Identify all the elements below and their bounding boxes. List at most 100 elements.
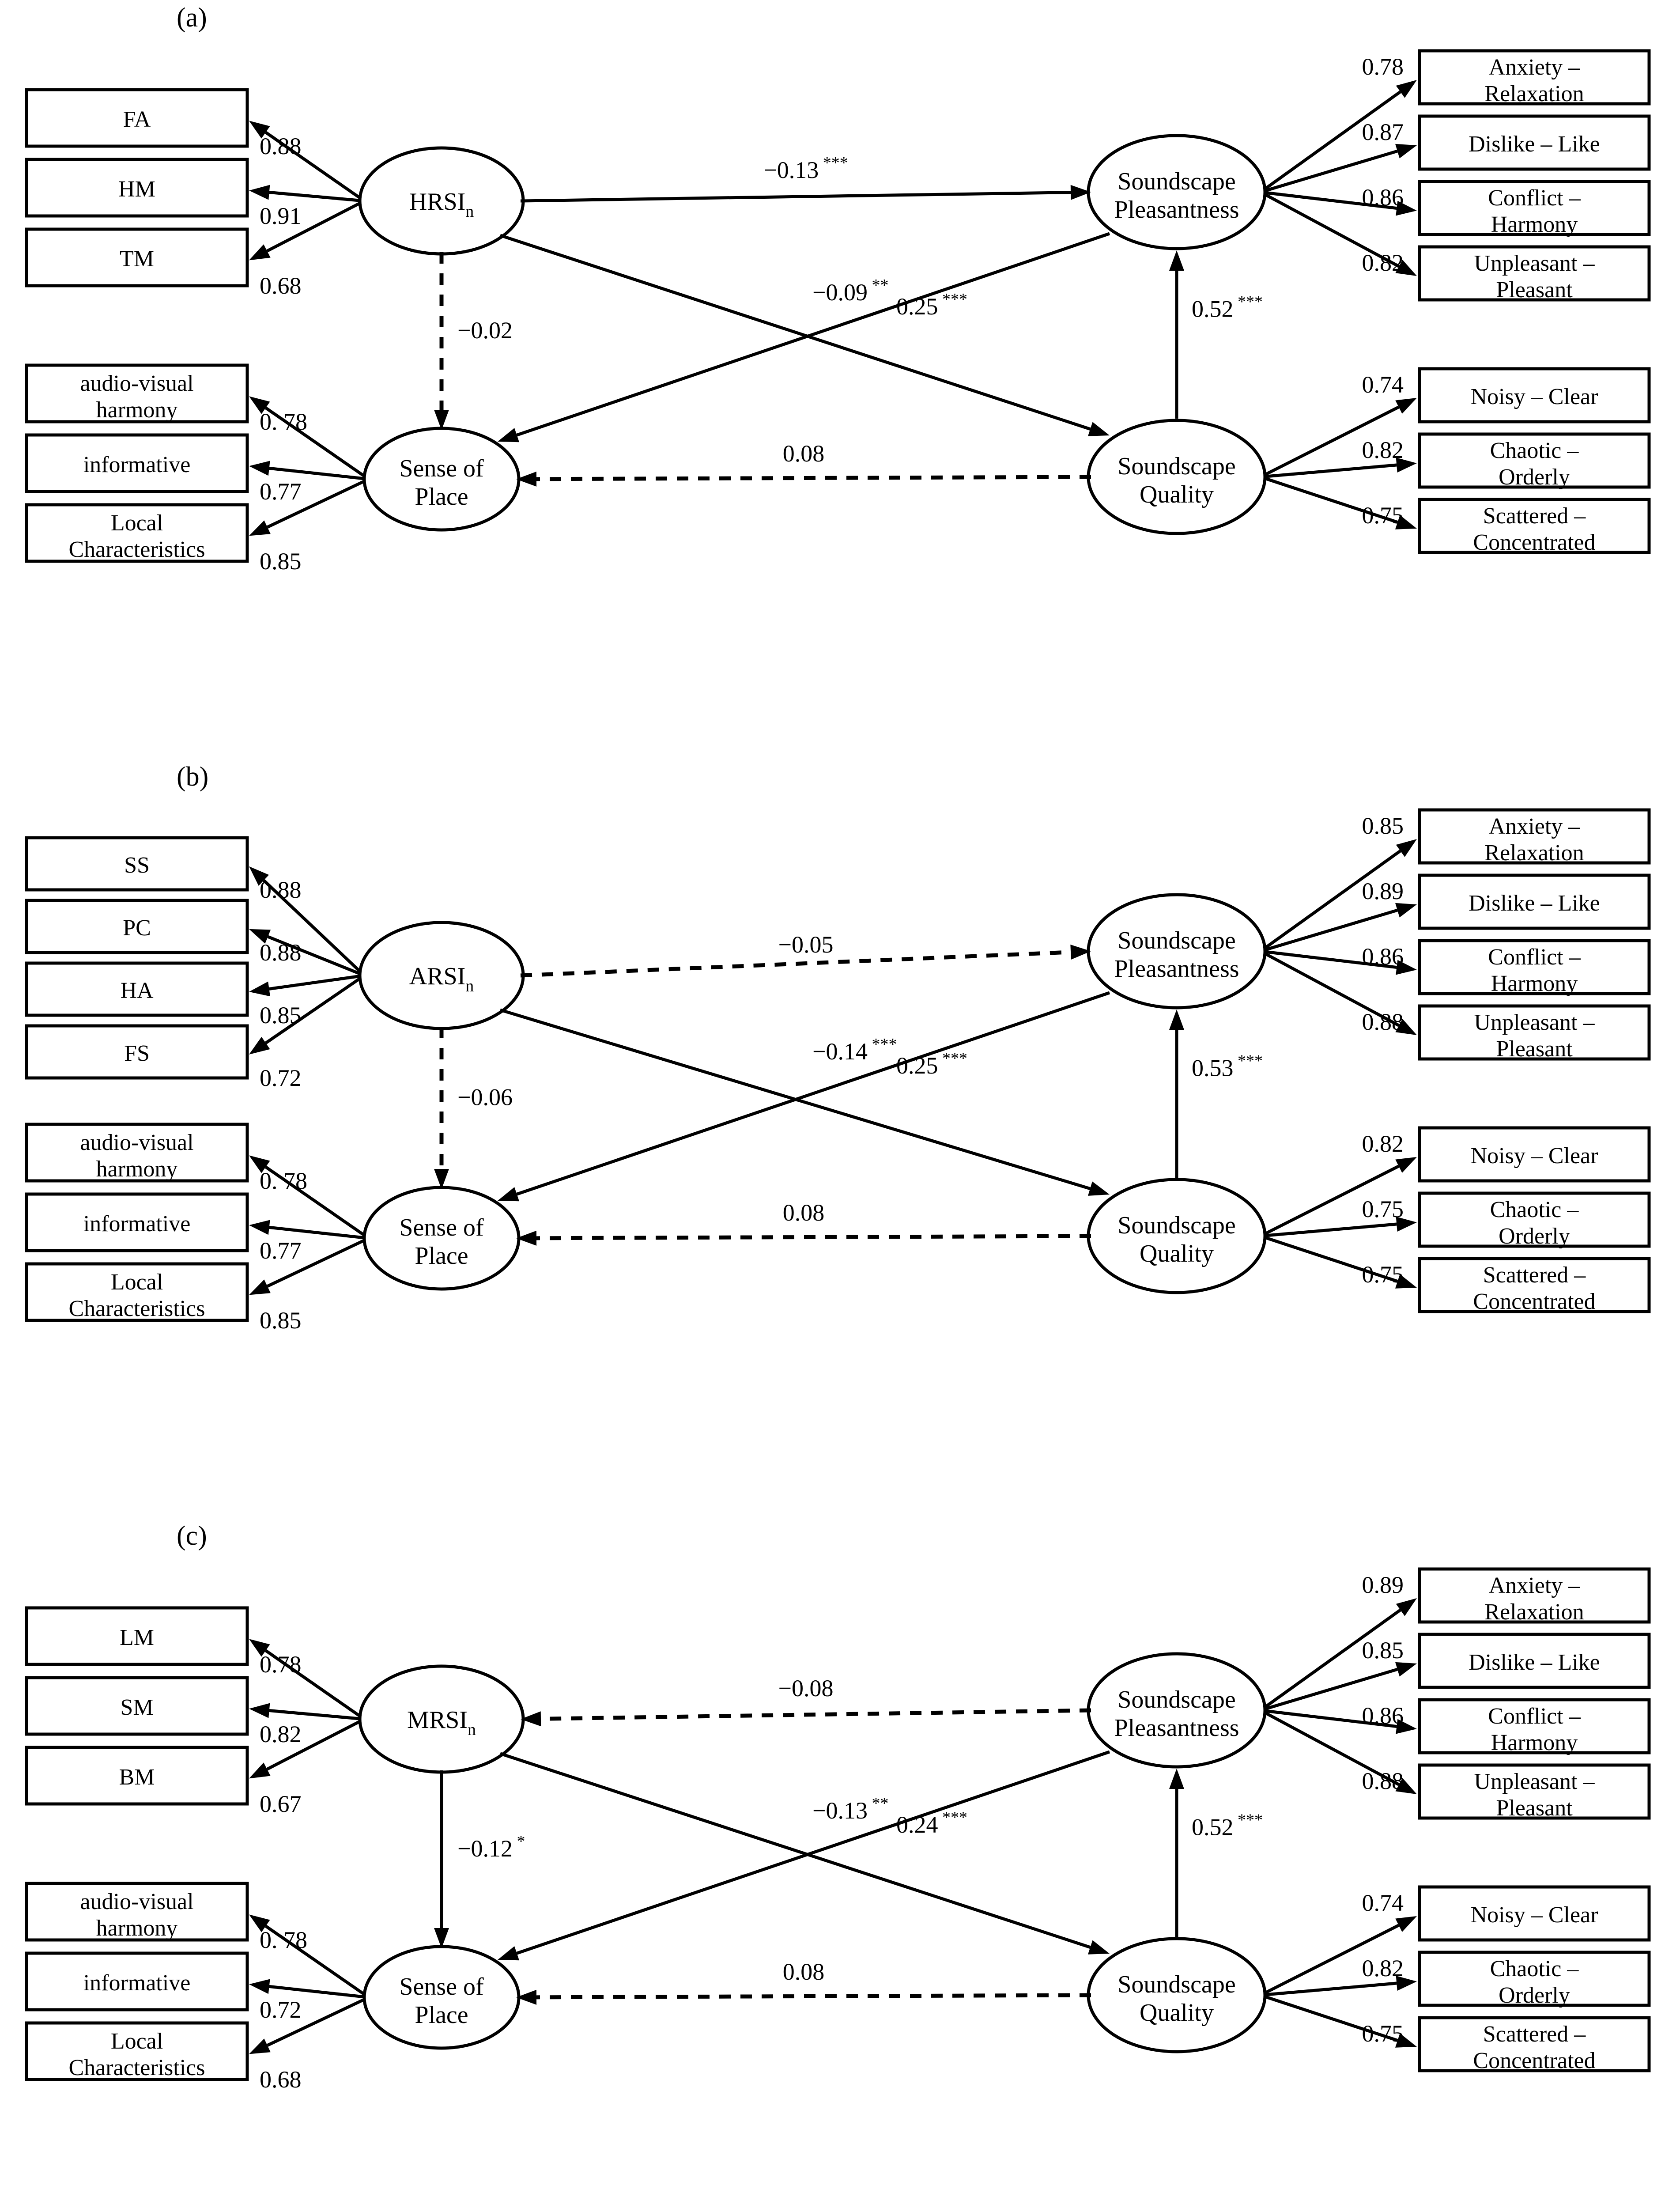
svg-text:0.74: 0.74 [1362, 1890, 1404, 1916]
loading-label-c-quality-1: 0.82 [1362, 1955, 1404, 1981]
indicator-box-b-pleasant-0: Anxiety –Relaxation [1418, 808, 1651, 866]
panel-label-a: (a) [177, 3, 207, 33]
svg-text:0.08: 0.08 [783, 1958, 825, 1985]
loading-label-a-pred-0: 0.88 [260, 133, 302, 159]
indicator-box-a-pleasant-0: Anxiety –Relaxation [1418, 49, 1651, 106]
loading-arrow-c-quality-2 [1260, 1993, 1417, 2048]
loading-label-a-quality-2: 0.75 [1362, 502, 1404, 529]
indicator-box-a-quality-0: Noisy – Clear [1418, 367, 1651, 423]
path-label-b-pred-quality: −0.14 *** [812, 1035, 897, 1065]
loading-arrow-c-pleasant-3 [1260, 1709, 1417, 1794]
loading-arrow-a-quality-1 [1260, 457, 1417, 479]
loading-arrow-b-sop-0 [249, 1155, 370, 1240]
loading-label-b-quality-2: 0.75 [1362, 1261, 1404, 1288]
svg-text:BM: BM [119, 1765, 155, 1790]
loading-arrow-b-pred-2 [249, 974, 365, 997]
svg-text:FA: FA [123, 107, 151, 132]
svg-text:TM: TM [120, 246, 154, 272]
svg-text:0.89: 0.89 [1362, 1572, 1404, 1598]
svg-text:Orderly: Orderly [1499, 1983, 1570, 2008]
path-label-c-pred-quality: −0.13 ** [812, 1794, 888, 1824]
indicator-box-c-pred-2: BM [25, 1746, 249, 1806]
svg-text:Relaxation: Relaxation [1484, 1599, 1584, 1625]
loading-arrow-c-pleasant-2 [1260, 1709, 1417, 1734]
svg-text:Soundscape: Soundscape [1117, 1212, 1236, 1239]
indicator-box-a-pred-0: FA [25, 88, 249, 148]
svg-text:harmony: harmony [96, 397, 178, 423]
loading-label-c-sop-2: 0.68 [260, 2066, 302, 2093]
svg-text:0.78: 0.78 [260, 1651, 302, 1678]
svg-text:0.77: 0.77 [260, 478, 302, 505]
indicator-box-a-quality-1: Chaotic –Orderly [1418, 432, 1651, 490]
latent-a-predictor: HRSIn [358, 146, 525, 256]
loading-label-b-pleasant-0: 0.85 [1362, 813, 1404, 839]
svg-text:Harmony: Harmony [1491, 1730, 1578, 1755]
svg-text:0. 78: 0. 78 [260, 408, 307, 435]
svg-text:0.85: 0.85 [1362, 1637, 1404, 1664]
path-label-a-pred-sop: −0.02 [457, 317, 513, 344]
loading-label-a-pleasant-3: 0.82 [1362, 250, 1404, 276]
loading-arrow-a-pred-2 [249, 199, 365, 261]
svg-text:0.25 ***: 0.25 *** [896, 290, 967, 320]
svg-text:0.72: 0.72 [260, 1996, 302, 2023]
svg-text:Pleasantness: Pleasantness [1114, 1714, 1239, 1742]
svg-text:Harmony: Harmony [1491, 971, 1578, 996]
indicator-box-c-quality-1: Chaotic –Orderly [1418, 1951, 1651, 2008]
svg-text:−0.05: −0.05 [778, 931, 834, 958]
svg-text:0.82: 0.82 [260, 1721, 302, 1747]
svg-text:0.88: 0.88 [1362, 1009, 1404, 1035]
svg-text:0.68: 0.68 [260, 272, 302, 299]
svg-text:Place: Place [415, 483, 468, 510]
svg-text:Quality: Quality [1140, 1999, 1214, 2027]
loading-label-b-pred-0: 0.88 [260, 877, 302, 903]
svg-text:Soundscape: Soundscape [1117, 453, 1236, 480]
svg-text:SM: SM [120, 1695, 153, 1720]
svg-text:Orderly: Orderly [1499, 1224, 1570, 1249]
loading-arrow-b-pleasant-1 [1260, 903, 1417, 953]
svg-text:−0.02: −0.02 [457, 317, 513, 344]
loading-arrow-b-quality-2 [1260, 1234, 1417, 1289]
loading-label-a-sop-2: 0.85 [260, 548, 302, 575]
svg-text:−0.13 ***: −0.13 *** [763, 154, 848, 183]
svg-text:Characteristics: Characteristics [69, 537, 205, 562]
path-b-pred-sop [434, 1027, 449, 1189]
svg-text:FS: FS [124, 1041, 150, 1066]
svg-text:0.85: 0.85 [260, 548, 302, 575]
indicator-box-c-pred-0: LM [25, 1606, 249, 1666]
loading-label-a-pleasant-0: 0.78 [1362, 53, 1404, 80]
svg-text:Orderly: Orderly [1499, 465, 1570, 490]
loading-label-c-quality-0: 0.74 [1362, 1890, 1404, 1916]
indicator-box-c-pleasant-3: Unpleasant –Pleasant [1418, 1763, 1651, 1821]
svg-text:Sense of: Sense of [399, 1973, 484, 2000]
loading-label-c-pleasant-0: 0.89 [1362, 1572, 1404, 1598]
svg-text:Local: Local [111, 510, 163, 536]
svg-text:Pleasantness: Pleasantness [1114, 955, 1239, 983]
svg-text:0.82: 0.82 [1362, 437, 1404, 463]
indicator-box-b-pred-0: SS [25, 836, 249, 892]
svg-text:Sense of: Sense of [399, 455, 484, 482]
path-a-pleasantness-sop [498, 232, 1110, 442]
path-label-b-quality-pleasantness: 0.53 *** [1192, 1052, 1263, 1081]
svg-text:PC: PC [123, 915, 151, 941]
indicator-box-a-pleasant-1: Dislike – Like [1418, 114, 1651, 171]
svg-text:0.91: 0.91 [260, 203, 302, 229]
svg-text:0.75: 0.75 [1362, 2020, 1404, 2047]
indicator-box-c-quality-2: Scattered –Concentrated [1418, 2016, 1651, 2073]
loading-arrow-a-pleasant-1 [1260, 144, 1417, 194]
path-label-c-pred-sop: −0.12 * [457, 1832, 525, 1862]
indicator-box-a-pred-2: TM [25, 227, 249, 287]
svg-text:Anxiety –: Anxiety – [1489, 55, 1581, 80]
loading-arrow-b-pred-3 [249, 974, 365, 1055]
svg-text:Characteristics: Characteristics [69, 1296, 205, 1321]
path-label-b-pred-sop: −0.06 [457, 1084, 513, 1111]
path-a-quality-sop [516, 471, 1091, 487]
svg-text:informative: informative [83, 1211, 191, 1236]
svg-text:0.88: 0.88 [260, 877, 302, 903]
path-b-quality-sop [516, 1230, 1091, 1246]
svg-text:−0.08: −0.08 [778, 1675, 834, 1701]
